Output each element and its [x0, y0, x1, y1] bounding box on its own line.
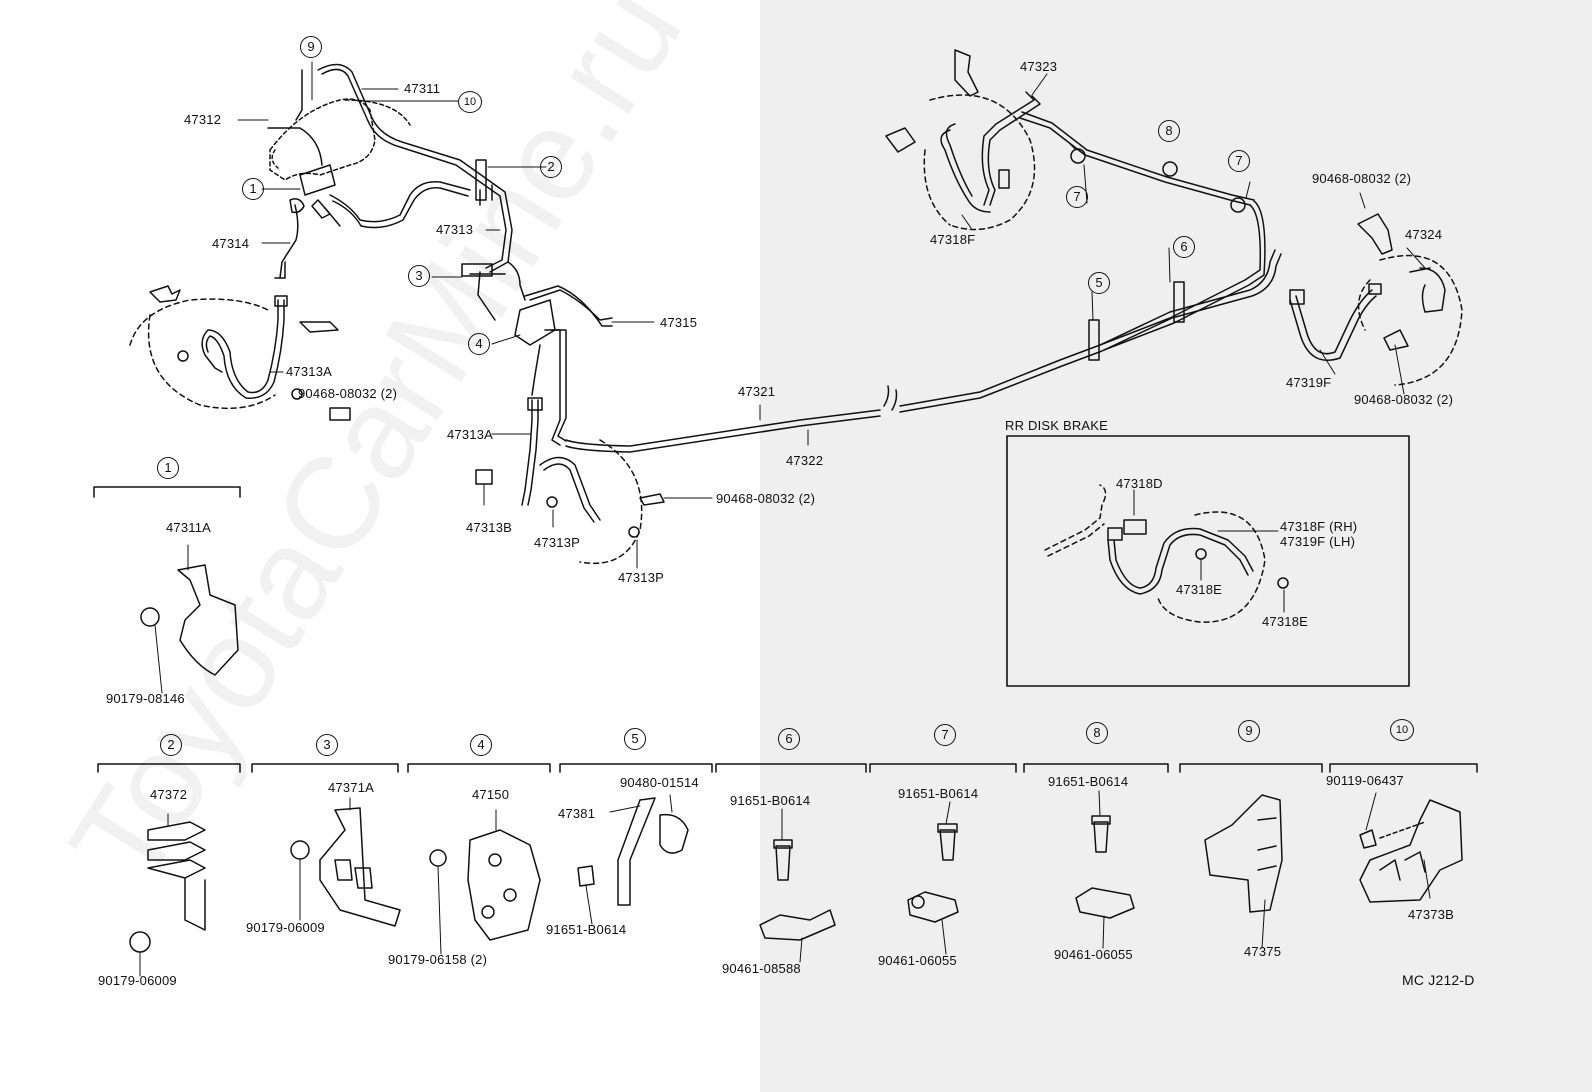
label-47323: 47323	[1020, 59, 1058, 74]
label-47315: 47315	[660, 315, 698, 330]
detail-1-art	[93, 486, 241, 676]
label-47313A-mid: 47313A	[447, 427, 494, 442]
label-47313P-1: 47313P	[534, 535, 581, 550]
label-90179-06009-b: 90179-06009	[246, 920, 325, 935]
detail-5-number: 5	[624, 728, 646, 750]
label-91651-B0614-8: 91651-B0614	[1048, 774, 1129, 789]
detail-7-number: 7	[934, 724, 956, 746]
label-47324: 47324	[1405, 227, 1443, 242]
label-47318E-1: 47318E	[1176, 582, 1223, 597]
callout-10: 10	[458, 91, 482, 113]
master-cylinder-art	[269, 98, 411, 196]
callout-1: 1	[242, 178, 264, 200]
label-47313B: 47313B	[466, 520, 513, 535]
proportioning-valve-art	[461, 159, 613, 446]
callout-8: 8	[1158, 120, 1180, 142]
label-90468-left: 90468-08032 (2)	[298, 386, 398, 401]
label-47312: 47312	[184, 112, 222, 127]
label-47372: 47372	[150, 787, 188, 802]
front-right-wheel-art	[475, 397, 665, 565]
callout-9: 9	[300, 36, 322, 58]
label-47318D: 47318D	[1116, 476, 1163, 491]
detail-4-number: 4	[470, 734, 492, 756]
label-47314: 47314	[212, 236, 250, 251]
label-90468-right-bottom: 90468-08032 (2)	[1354, 392, 1454, 407]
label-47318F-top: 47318F	[930, 232, 976, 247]
right-shaded-panel	[760, 0, 1592, 1092]
detail-3-number: 3	[316, 734, 338, 756]
callout-5: 5	[1088, 272, 1110, 294]
label-91651-B0614-7: 91651-B0614	[898, 786, 979, 801]
callout-7: 7	[1228, 150, 1250, 172]
detail-1-number: 1	[157, 457, 179, 479]
footer-code: MC J212-D	[1402, 972, 1475, 988]
label-90461-06055-a: 90461-06055	[878, 953, 957, 968]
label-47318E-2: 47318E	[1262, 614, 1309, 629]
label-47371A: 47371A	[328, 780, 375, 795]
rr-disk-brake-box	[1006, 435, 1410, 687]
details-row-art	[97, 763, 1478, 953]
rear-brake-lines	[565, 111, 1282, 453]
label-90461-08588: 90461-08588	[722, 961, 801, 976]
front-left-wheel-art	[129, 285, 351, 421]
detail-6-number: 6	[778, 728, 800, 750]
label-47319F-lh: 47319F (LH)	[1280, 534, 1356, 549]
rr-disk-brake-art	[1044, 484, 1289, 623]
label-90179-08146: 90179-08146	[106, 691, 185, 706]
label-47313: 47313	[436, 222, 474, 237]
label-90119-06437: 90119-06437	[1326, 773, 1404, 788]
callout-4: 4	[468, 333, 490, 355]
label-90468-mid: 90468-08032 (2)	[716, 491, 816, 506]
label-91651-B0614-5: 91651-B0614	[546, 922, 627, 937]
callout-7: 7	[1066, 186, 1088, 208]
callout-2: 2	[540, 156, 562, 178]
label-47322: 47322	[786, 453, 824, 468]
label-47150: 47150	[472, 787, 510, 802]
label-47313P-2: 47313P	[618, 570, 665, 585]
label-47311A: 47311A	[166, 520, 212, 535]
detail-2-number: 2	[160, 734, 182, 756]
callout-3: 3	[408, 265, 430, 287]
detail-9-number: 9	[1238, 720, 1260, 742]
detail-10-number: 10	[1390, 719, 1414, 741]
label-47375: 47375	[1244, 944, 1282, 959]
label-47381: 47381	[558, 806, 596, 821]
rr-disk-brake-title: RR DISK BRAKE	[1005, 418, 1109, 433]
label-47311: 47311	[404, 81, 441, 96]
label-47318F-rh: 47318F (RH)	[1280, 519, 1358, 534]
rear-right-wheel-art	[1289, 213, 1463, 386]
label-47373B: 47373B	[1408, 907, 1455, 922]
label-47319F: 47319F	[1286, 375, 1332, 390]
callout-6: 6	[1173, 236, 1195, 258]
rear-left-wheel-art	[885, 49, 1041, 231]
label-47313A-left: 47313A	[286, 364, 333, 379]
brake-lines-front	[267, 63, 513, 279]
label-90179-06158: 90179-06158 (2)	[388, 952, 488, 967]
leader-lines	[139, 61, 1431, 977]
detail-8-number: 8	[1086, 722, 1108, 744]
label-90468-right-top: 90468-08032 (2)	[1312, 171, 1412, 186]
label-47321: 47321	[738, 384, 776, 399]
label-90480-01514: 90480-01514	[620, 775, 699, 790]
label-91651-B0614-6: 91651-B0614	[730, 793, 811, 808]
label-90179-06009-a: 90179-06009	[98, 973, 177, 988]
label-90461-06055-b: 90461-06055	[1054, 947, 1133, 962]
